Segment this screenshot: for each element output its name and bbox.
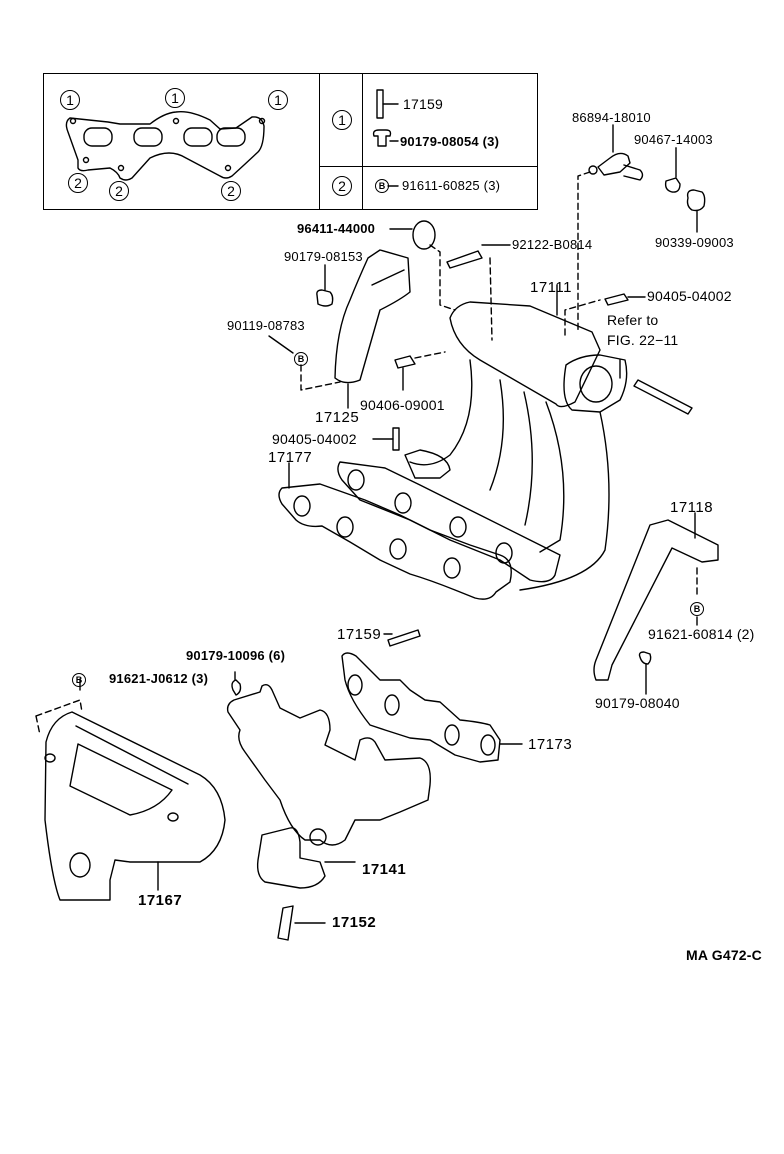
legend-part-label: 17159: [403, 96, 443, 112]
part-label: 17152: [332, 914, 377, 931]
legend-marker-1: 1: [60, 90, 80, 110]
bolt-90406-drawing: [394, 351, 446, 391]
legend-part-label: 90179-08054 (3): [400, 134, 500, 149]
part-label: 90119-08783: [227, 318, 305, 333]
legend-row-marker: 2: [332, 176, 352, 196]
stud-92122-drawing: [446, 244, 511, 341]
bolt-b-icon: B: [375, 179, 389, 193]
part-label: 90406-09001: [360, 397, 445, 413]
part-label: 17173: [528, 736, 573, 753]
stud-90405-lower-drawing: [372, 427, 400, 451]
part-label: 91621-J0612 (3): [109, 671, 209, 686]
legend-table: [43, 73, 538, 210]
nut-90179-08040-drawing: [638, 651, 652, 695]
legend-marker-2: 2: [109, 181, 129, 201]
part-label: 17111: [530, 279, 572, 296]
intake-manifold-drawing: [409, 284, 693, 591]
part-label: 91621-60814 (2): [648, 626, 755, 642]
part-label: 90405-04002: [272, 431, 357, 447]
part-label: 90467-14003: [634, 132, 713, 147]
part-label: 96411-44000: [297, 221, 376, 236]
part-label: 90179-08040: [595, 695, 680, 711]
bolt-b-icon: B: [294, 352, 308, 366]
legend-divider: [319, 166, 537, 167]
exhaust-manifold-drawing: [226, 671, 431, 889]
heat-insulator-drawing: [35, 678, 226, 901]
nut-90179-08153-drawing: [316, 264, 334, 307]
stay-17118-drawing: [593, 512, 719, 681]
part-label: 92122-B0814: [512, 237, 593, 252]
gasket-17177-drawing: [278, 449, 561, 600]
part-label: 17159: [337, 626, 382, 643]
legend-stud-drawing: [376, 89, 399, 119]
vsv-drawing: [577, 124, 644, 331]
part-label: 17177: [268, 449, 313, 466]
reference-note-line1: Refer to: [607, 312, 659, 328]
part-label: 90179-10096 (6): [186, 648, 286, 663]
legend-marker-2: 2: [68, 173, 88, 193]
legend-divider: [362, 74, 363, 209]
part-label: 90179-08153: [284, 249, 363, 264]
legend-marker-2: 2: [221, 181, 241, 201]
clamp-drawing: [664, 147, 681, 193]
bolt-b-icon: B: [690, 602, 704, 616]
legend-nut-drawing: [372, 129, 399, 147]
legend-row-marker: 1: [332, 110, 352, 130]
part-label: 90405-04002: [647, 288, 732, 304]
bracket-17125-drawing: [334, 249, 411, 409]
part-label: 86894-18010: [572, 110, 651, 125]
part-label: 90339-09003: [655, 235, 734, 250]
bolt-leader-drawing: [268, 335, 341, 391]
stud-17152-drawing: [277, 905, 326, 941]
gasket-17173-drawing: [341, 652, 523, 763]
part-label: 17118: [670, 499, 714, 516]
legend-marker-1: 1: [165, 88, 185, 108]
bolt-b-icon: B: [72, 673, 86, 687]
legend-divider: [319, 74, 320, 209]
stud-17159-drawing: [383, 629, 421, 647]
part-label: 17141: [362, 861, 407, 878]
legend-gasket-drawing: [65, 110, 266, 181]
plug-drawing: [389, 220, 456, 311]
reference-note-line2: FIG. 22−11: [607, 332, 679, 348]
legend-part-label: 91611-60825 (3): [402, 178, 501, 193]
figure-code: MA G472-C: [686, 947, 762, 963]
part-label: 17167: [138, 892, 183, 909]
cap-drawing: [686, 189, 706, 233]
part-label: 17125: [315, 409, 360, 426]
legend-marker-1: 1: [268, 90, 288, 110]
